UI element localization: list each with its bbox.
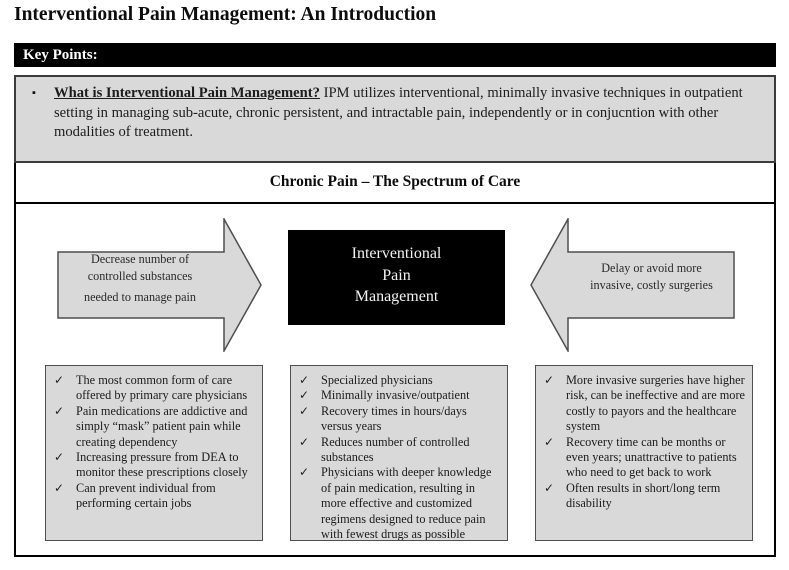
list-item: ✓ Reduces number of controlled substance…	[299, 434, 470, 465]
check-icon: ✓	[299, 388, 310, 403]
primary-care-list-box: ✓ The most common form of care offered b…	[45, 365, 263, 541]
page-title: Interventional Pain Management: An Intro…	[14, 4, 437, 25]
check-icon: ✓	[54, 373, 65, 387]
square-bullet-icon: ▪	[32, 87, 36, 99]
left-arrow-text: Decrease number of controlled substances…	[64, 251, 216, 306]
key-points-lead: What is Interventional Pain Management?	[54, 85, 320, 101]
check-icon: ✓	[299, 373, 310, 387]
check-icon: ✓	[299, 403, 310, 418]
key-points-body: IPM utilizes interventional, minimally i…	[54, 85, 743, 140]
list-item: ✓ More invasive surgeries have higher ri…	[544, 373, 746, 434]
left-block-arrow-icon	[530, 218, 735, 352]
key-points-text: What is Interventional Pain Management? …	[54, 84, 748, 143]
key-points-box: ▪ What is Interventional Pain Management…	[14, 75, 776, 163]
check-icon: ✓	[544, 480, 555, 495]
check-icon: ✓	[544, 434, 555, 449]
list-item: ✓ Recovery time can be months or even ye…	[544, 434, 737, 480]
ipm-center-box: Interventional Pain Management	[288, 230, 505, 325]
right-block-arrow-icon	[57, 218, 262, 352]
list-item: ✓ Recovery times in hours/days versus ye…	[299, 403, 467, 434]
left-arrow-line1: Decrease number of controlled substances	[87, 252, 193, 283]
check-icon: ✓	[54, 450, 65, 465]
key-points-header-bar: Key Points:	[14, 43, 776, 67]
check-icon: ✓	[299, 434, 310, 449]
list-item: ✓ Specialized physicians	[299, 373, 433, 387]
list-item: ✓ Often results in short/long term disab…	[544, 480, 721, 511]
surgery-risks-list-box: ✓ More invasive surgeries have higher ri…	[535, 365, 753, 541]
right-arrow-line1: Delay or avoid more invasive, costly sur…	[590, 261, 713, 292]
list-item: ✓ Can prevent individual from performing…	[54, 480, 216, 511]
list-item: ✓ The most common form of care offered b…	[54, 373, 248, 403]
check-icon: ✓	[54, 403, 65, 418]
ipm-benefits-list-box: ✓ Specialized physicians ✓ Minimally inv…	[290, 365, 508, 541]
spectrum-section-title: Chronic Pain – The Spectrum of Care	[14, 163, 776, 204]
check-icon: ✓	[544, 373, 555, 387]
list-item: ✓ Pain medications are addictive and sim…	[54, 403, 248, 449]
left-arrow-line2: needed to manage pain	[83, 290, 196, 304]
right-arrow-text: Delay or avoid more invasive, costly sur…	[574, 260, 729, 294]
list-item: ✓ Physicians with deeper knowledge of pa…	[299, 465, 492, 541]
list-item: ✓ Minimally invasive/outpatient	[299, 388, 470, 403]
list-item: ✓ Increasing pressure from DEA to monito…	[54, 450, 248, 480]
check-icon: ✓	[299, 465, 310, 480]
check-icon: ✓	[54, 480, 65, 495]
spectrum-diagram: Decrease number of controlled substances…	[14, 204, 776, 557]
